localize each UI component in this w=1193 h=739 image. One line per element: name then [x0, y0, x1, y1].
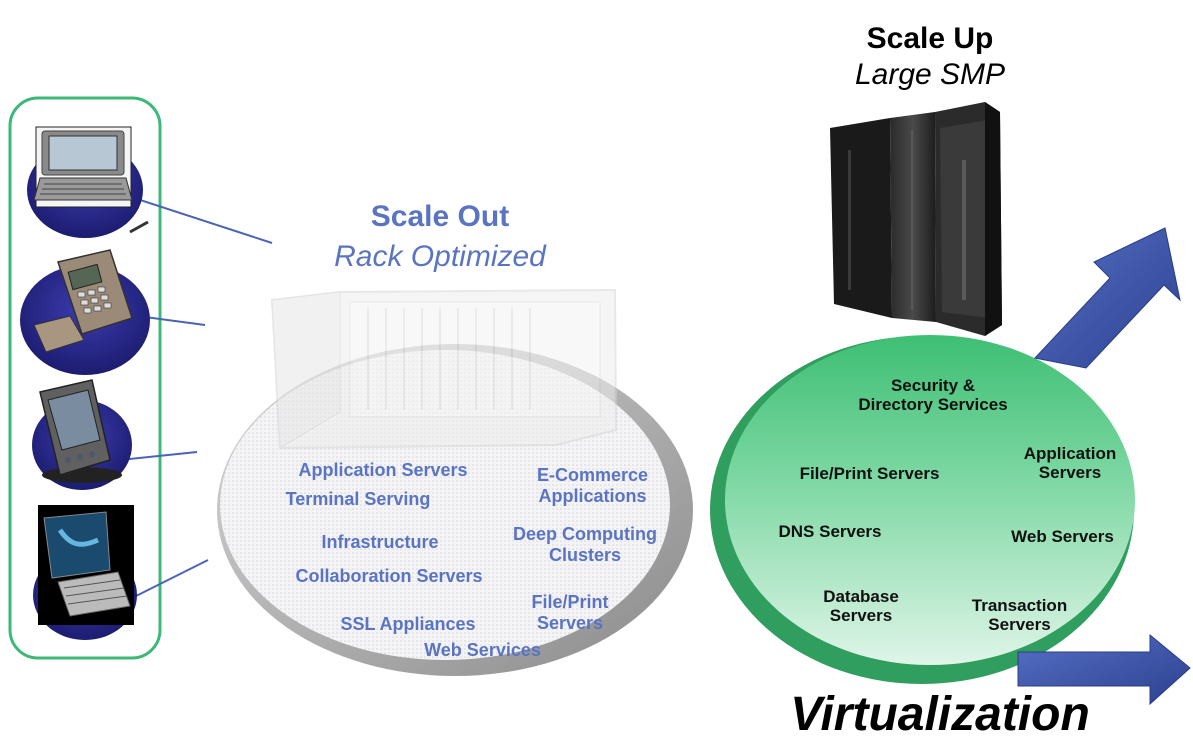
workload-label: Web Servers: [1011, 527, 1114, 546]
workload-label: Application Servers: [298, 460, 468, 480]
laptop-icon: [33, 126, 133, 208]
mainframe-image: [830, 102, 1002, 336]
workload-label: Security & Directory Services: [858, 376, 1008, 414]
scale-out-subtitle: Rack Optimized: [334, 240, 546, 273]
workload-label: Infrastructure: [321, 532, 439, 552]
scale-up-disc: [725, 335, 1135, 665]
workload-label: Deep Computing Clusters: [513, 524, 657, 565]
workload-label: Collaboration Servers: [295, 566, 483, 586]
workload-label: Database Servers: [823, 587, 899, 625]
workload-label: DNS Servers: [778, 522, 882, 541]
blade-chassis-image: [270, 288, 618, 450]
workload-label: File/Print Servers: [799, 464, 940, 483]
workload-label: Web Services: [424, 640, 541, 660]
mobile-phone-icon: [33, 220, 149, 353]
workload-label: Transaction Servers: [971, 596, 1068, 634]
workload-label: E-Commerce Applications: [536, 465, 649, 506]
workload-label: Application Servers: [1023, 444, 1117, 482]
scale-out-title: Scale Out: [370, 200, 510, 233]
pda-icon: [39, 379, 122, 483]
workload-label: File/Print Servers: [531, 592, 609, 633]
scale-up-title: Scale Up: [866, 22, 994, 55]
connector-line: [119, 451, 198, 461]
virtualization-arrow: [1017, 633, 1191, 706]
scale-up-arrow: [1034, 227, 1181, 369]
connector-line: [124, 194, 273, 244]
virtualization-label: Virtualization: [790, 690, 1090, 738]
connector-line: [127, 559, 209, 601]
tablet-pc-icon: [38, 505, 134, 625]
scale-up-subtitle: Large SMP: [854, 58, 1006, 91]
workload-label: Terminal Serving: [285, 489, 431, 509]
workload-label: SSL Appliances: [340, 614, 476, 634]
